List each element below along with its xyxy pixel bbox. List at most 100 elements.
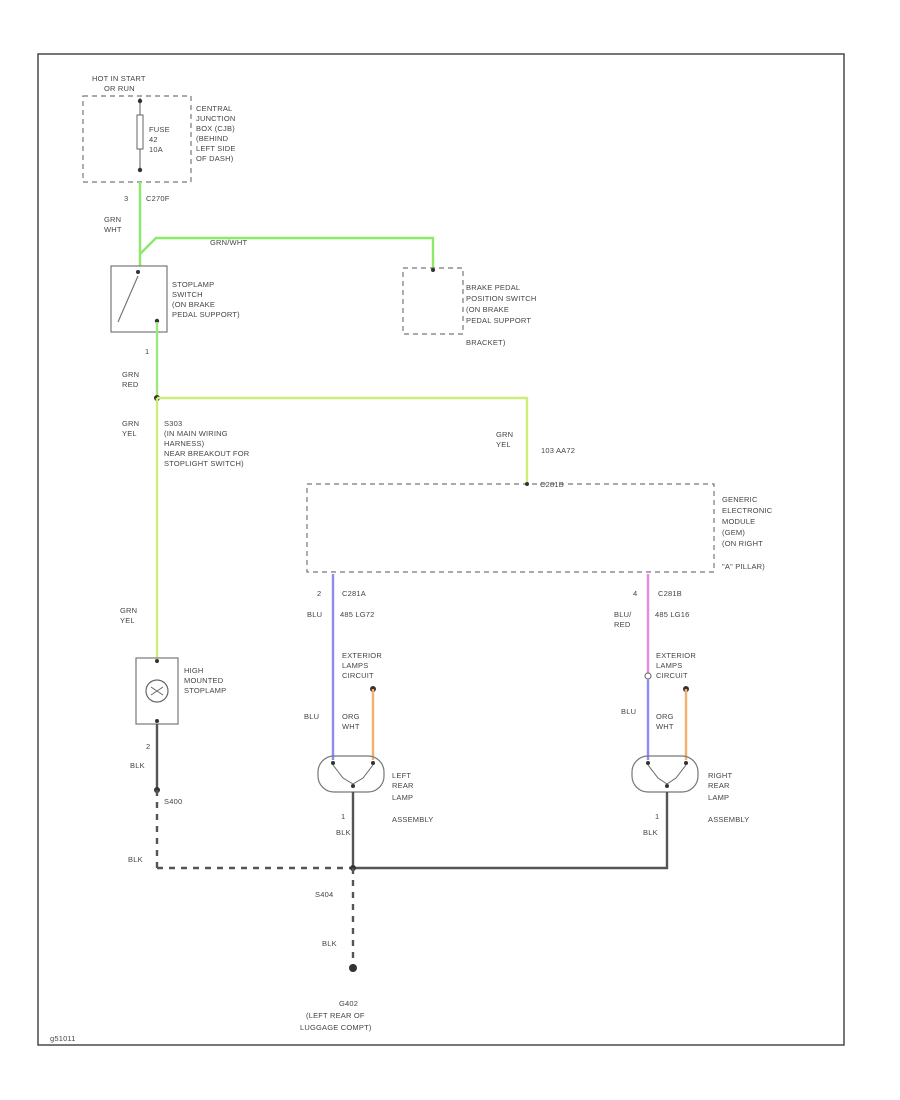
diagram-frame <box>37 53 845 1046</box>
stoplamp-switch: STOPLAMP SWITCH (ON BRAKE PEDAL SUPPORT)… <box>110 265 240 389</box>
right-lamp-terminal-1 <box>646 761 650 765</box>
left-pin: 2 <box>317 589 321 598</box>
cjb-header-2: OR RUN <box>104 84 135 93</box>
generic-electronic-module: GENERIC ELECTRONIC MODULE (GEM) (ON RIGH… <box>306 482 773 573</box>
brake-wire-label: GRN/WHT <box>210 238 247 247</box>
ground-g402-icon <box>349 964 357 972</box>
ground-bus-splice: S404 <box>315 890 333 899</box>
cjb-desc-6: OF DASH) <box>196 154 234 163</box>
high-mount-pin: 2 <box>146 742 150 751</box>
left-lamp-outline <box>317 755 385 793</box>
splice-label-1: S303 <box>164 419 182 428</box>
gem-label-3: MODULE <box>722 517 755 526</box>
right-pin: 4 <box>633 589 637 598</box>
ground-bus-wire-left: BLK <box>128 855 143 864</box>
fuse-bottom-terminal <box>137 167 143 173</box>
left-lamp-label-4: ASSEMBLY <box>392 815 433 824</box>
high-mount-wire-1: GRN <box>120 606 137 615</box>
cjb-desc-2: JUNCTION <box>196 114 236 123</box>
cjb-wire-color-1: GRN <box>104 215 121 224</box>
left-lamp-terminal-ground <box>351 784 355 788</box>
stoplamp-switch-pin: 1 <box>145 347 149 356</box>
fuse-icon <box>136 114 144 150</box>
wire-grn-wht-to-brake-switch <box>139 236 435 268</box>
left-lamp-wire-out: BLK <box>336 828 351 837</box>
left-lamp-terminal-1 <box>331 761 335 765</box>
central-junction-box: HOT IN START OR RUN FUSE 42 10A CENTRAL … <box>82 74 236 234</box>
right-wire-lower: BLU <box>621 707 636 716</box>
right-lamp-terminal-2 <box>684 761 688 765</box>
cjb-desc-1: CENTRAL <box>196 104 232 113</box>
fuse-label: FUSE <box>149 125 170 134</box>
left-code: 485 LG72 <box>340 610 375 619</box>
stoplamp-switch-label-3: (ON BRAKE <box>172 300 215 309</box>
stoplamp-switch-wire-2: RED <box>122 380 139 389</box>
wire-grn-yel-to-gem <box>157 396 529 482</box>
high-mount-label-3: STOPLAMP <box>184 686 226 695</box>
left-wire-lower: BLU <box>304 712 319 721</box>
left-ext-3: CIRCUIT <box>342 671 374 680</box>
fuse-top-terminal <box>137 98 143 104</box>
high-mount-wire-2: YEL <box>120 616 135 625</box>
gem-input-wire-2: YEL <box>496 440 511 449</box>
right-lamp-filament-icon <box>647 764 687 785</box>
brake-pedal-label-5: BRACKET) <box>466 338 506 347</box>
stoplamp-switch-outline <box>110 265 168 333</box>
high-mount-wire-out: BLK <box>130 761 145 770</box>
right-ext-1: EXTERIOR <box>656 651 696 660</box>
cjb-wire-color-2: WHT <box>104 225 122 234</box>
brake-pedal-position-switch: BRAKE PEDAL POSITION SWITCH (ON BRAKE PE… <box>402 267 536 347</box>
high-mount-label-2: MOUNTED <box>184 676 224 685</box>
gem-label-6: "A" PILLAR) <box>722 562 765 571</box>
stoplamp-switch-label-2: SWITCH <box>172 290 203 299</box>
splice-label-4: NEAR BREAKOUT FOR <box>164 449 250 458</box>
high-mount-label-1: HIGH <box>184 666 204 675</box>
right-lamp-outline <box>631 755 699 793</box>
fuse-number: 42 <box>149 135 158 144</box>
stoplamp-switch-wire-1: GRN <box>122 370 139 379</box>
cjb-connector: C270F <box>146 194 170 203</box>
high-mount-ground-code: S400 <box>164 797 182 806</box>
left-orange-2: WHT <box>342 722 360 731</box>
gem-label-4: (GEM) <box>722 528 745 537</box>
right-ext-2: LAMPS <box>656 661 682 670</box>
switch-contact-arm <box>117 275 139 323</box>
ground-location-2: LUGGAGE COMPT) <box>300 1023 372 1032</box>
right-lamp-label-2: REAR <box>708 781 730 790</box>
splice-label-3: HARNESS) <box>164 439 205 448</box>
ground-id: G402 <box>339 999 358 1008</box>
switch-terminal-top <box>136 270 140 274</box>
right-code: 485 LG16 <box>655 610 690 619</box>
right-rear-lamp: RIGHT REAR LAMP ASSEMBLY 1 BLK <box>631 755 749 837</box>
cjb-desc-3: BOX (CJB) <box>196 124 235 133</box>
high-mount-terminal-top <box>155 659 159 663</box>
left-connector: C281A <box>342 589 366 598</box>
gem-input-terminal <box>525 482 529 486</box>
ground-bus-wire-lower: BLK <box>322 939 337 948</box>
left-rear-lamp: LEFT REAR LAMP ASSEMBLY 1 BLK <box>317 755 433 837</box>
right-lamp-label-4: ASSEMBLY <box>708 815 749 824</box>
right-wire-1: BLU/ <box>614 610 632 619</box>
right-lamp-label-1: RIGHT <box>708 771 733 780</box>
gem-label-5: (ON RIGHT <box>722 539 763 548</box>
gem-label-1: GENERIC <box>722 495 758 504</box>
high-mount-terminal-bottom <box>155 719 159 723</box>
right-lamp-label-3: LAMP <box>708 793 729 802</box>
right-orange-2: WHT <box>656 722 674 731</box>
brake-pedal-label-4: PEDAL SUPPORT <box>466 316 531 325</box>
right-orange-1: ORG <box>656 712 674 721</box>
cjb-pin: 3 <box>124 194 128 203</box>
splice-label-2: (IN MAIN WIRING <box>164 429 228 438</box>
left-lamp-label-2: REAR <box>392 781 414 790</box>
ground-location-1: (LEFT REAR OF <box>306 1011 365 1020</box>
cjb-desc-4: (BEHIND <box>196 134 229 143</box>
brake-pedal-label-1: BRAKE PEDAL <box>466 283 520 292</box>
wire-blk-right-lamp <box>353 792 669 870</box>
stoplamp-switch-label-1: STOPLAMP <box>172 280 214 289</box>
left-orange-1: ORG <box>342 712 360 721</box>
cjb-header-1: HOT IN START <box>92 74 146 83</box>
left-lamp-terminal-2 <box>371 761 375 765</box>
gem-input-wire-1: GRN <box>496 430 513 439</box>
right-lamp-wire-out: BLK <box>643 828 658 837</box>
